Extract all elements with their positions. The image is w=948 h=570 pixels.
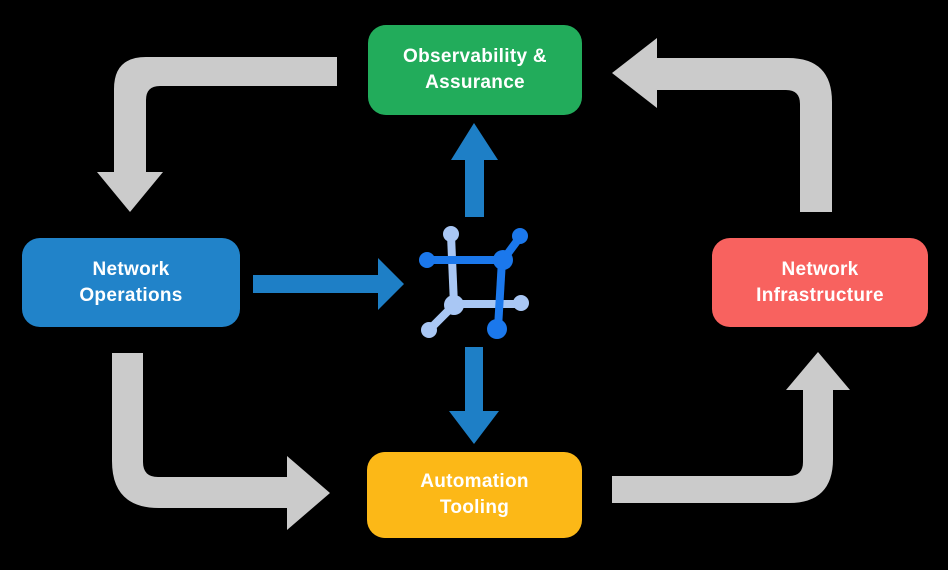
- icon-right-edge: [494, 259, 506, 329]
- arrow-center-to-observability: [451, 123, 498, 217]
- node-label-line: Network: [92, 258, 170, 280]
- icon-node-left-dark: [419, 252, 435, 268]
- icon-node-right-light: [513, 295, 529, 311]
- node-network-operations: Network Operations: [22, 238, 240, 327]
- node-label-line: Infrastructure: [756, 284, 884, 306]
- node-label-line: Tooling: [439, 497, 510, 518]
- node-label-line: Observability &: [403, 46, 547, 68]
- node-label-line: Network: [781, 258, 859, 280]
- node-label-line: Operations: [79, 284, 183, 306]
- arrow-observability-to-operations: [97, 57, 337, 212]
- node-network-infrastructure: Network Infrastructure: [712, 238, 928, 327]
- icon-node-corner-light: [444, 295, 464, 315]
- node-label-line: Assurance: [425, 72, 525, 93]
- node-automation-tooling: Automation Tooling: [367, 452, 582, 538]
- node-observability-assurance: Observability & Assurance: [368, 25, 582, 115]
- network-automation-icon: [419, 226, 529, 339]
- icon-node-top-light: [443, 226, 459, 242]
- arrow-operations-to-automation: [112, 353, 330, 530]
- icon-node-corner-dark: [493, 250, 513, 270]
- icon-node-bottom-dark: [487, 319, 507, 339]
- icon-left-edge: [447, 234, 458, 306]
- arrow-automation-to-infrastructure: [612, 352, 850, 503]
- node-label-line: Automation: [420, 471, 529, 493]
- arrow-infrastructure-to-observability: [612, 38, 832, 212]
- icon-node-lower-left-light: [421, 322, 437, 338]
- arrow-operations-to-center: [253, 258, 404, 310]
- arrow-center-to-automation: [449, 347, 499, 444]
- icon-node-upper-right-dark: [512, 228, 528, 244]
